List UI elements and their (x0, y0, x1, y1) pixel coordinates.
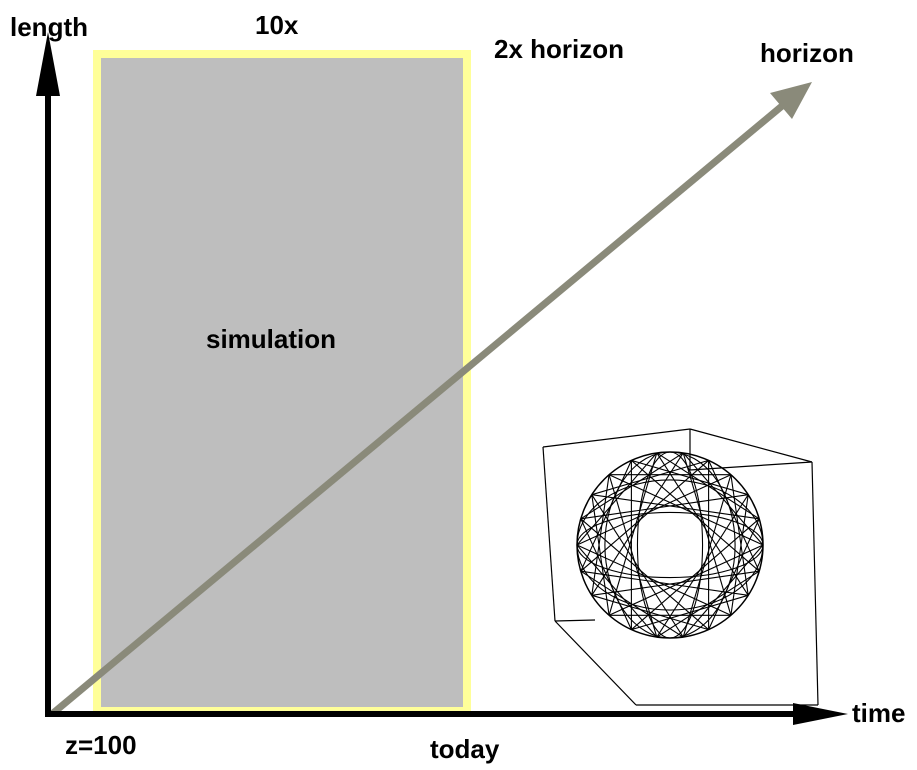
wireframe-sphere-in-cube-icon (542, 428, 819, 706)
top-box-label: 10x (255, 10, 299, 40)
y-axis-label: length (10, 12, 88, 42)
simulation-label: simulation (206, 324, 336, 354)
horizon-arrow-head (770, 82, 812, 119)
origin-label: z=100 (65, 730, 137, 760)
today-label: today (430, 734, 500, 764)
simulation-box (93, 50, 471, 715)
x-axis-arrowhead (793, 703, 848, 725)
two-x-horizon-label: 2x horizon (494, 34, 624, 64)
x-axis-label: time (852, 698, 905, 728)
horizon-arrow-line (49, 103, 785, 717)
y-axis-arrowhead (36, 32, 60, 96)
horizon-label: horizon (760, 38, 854, 68)
